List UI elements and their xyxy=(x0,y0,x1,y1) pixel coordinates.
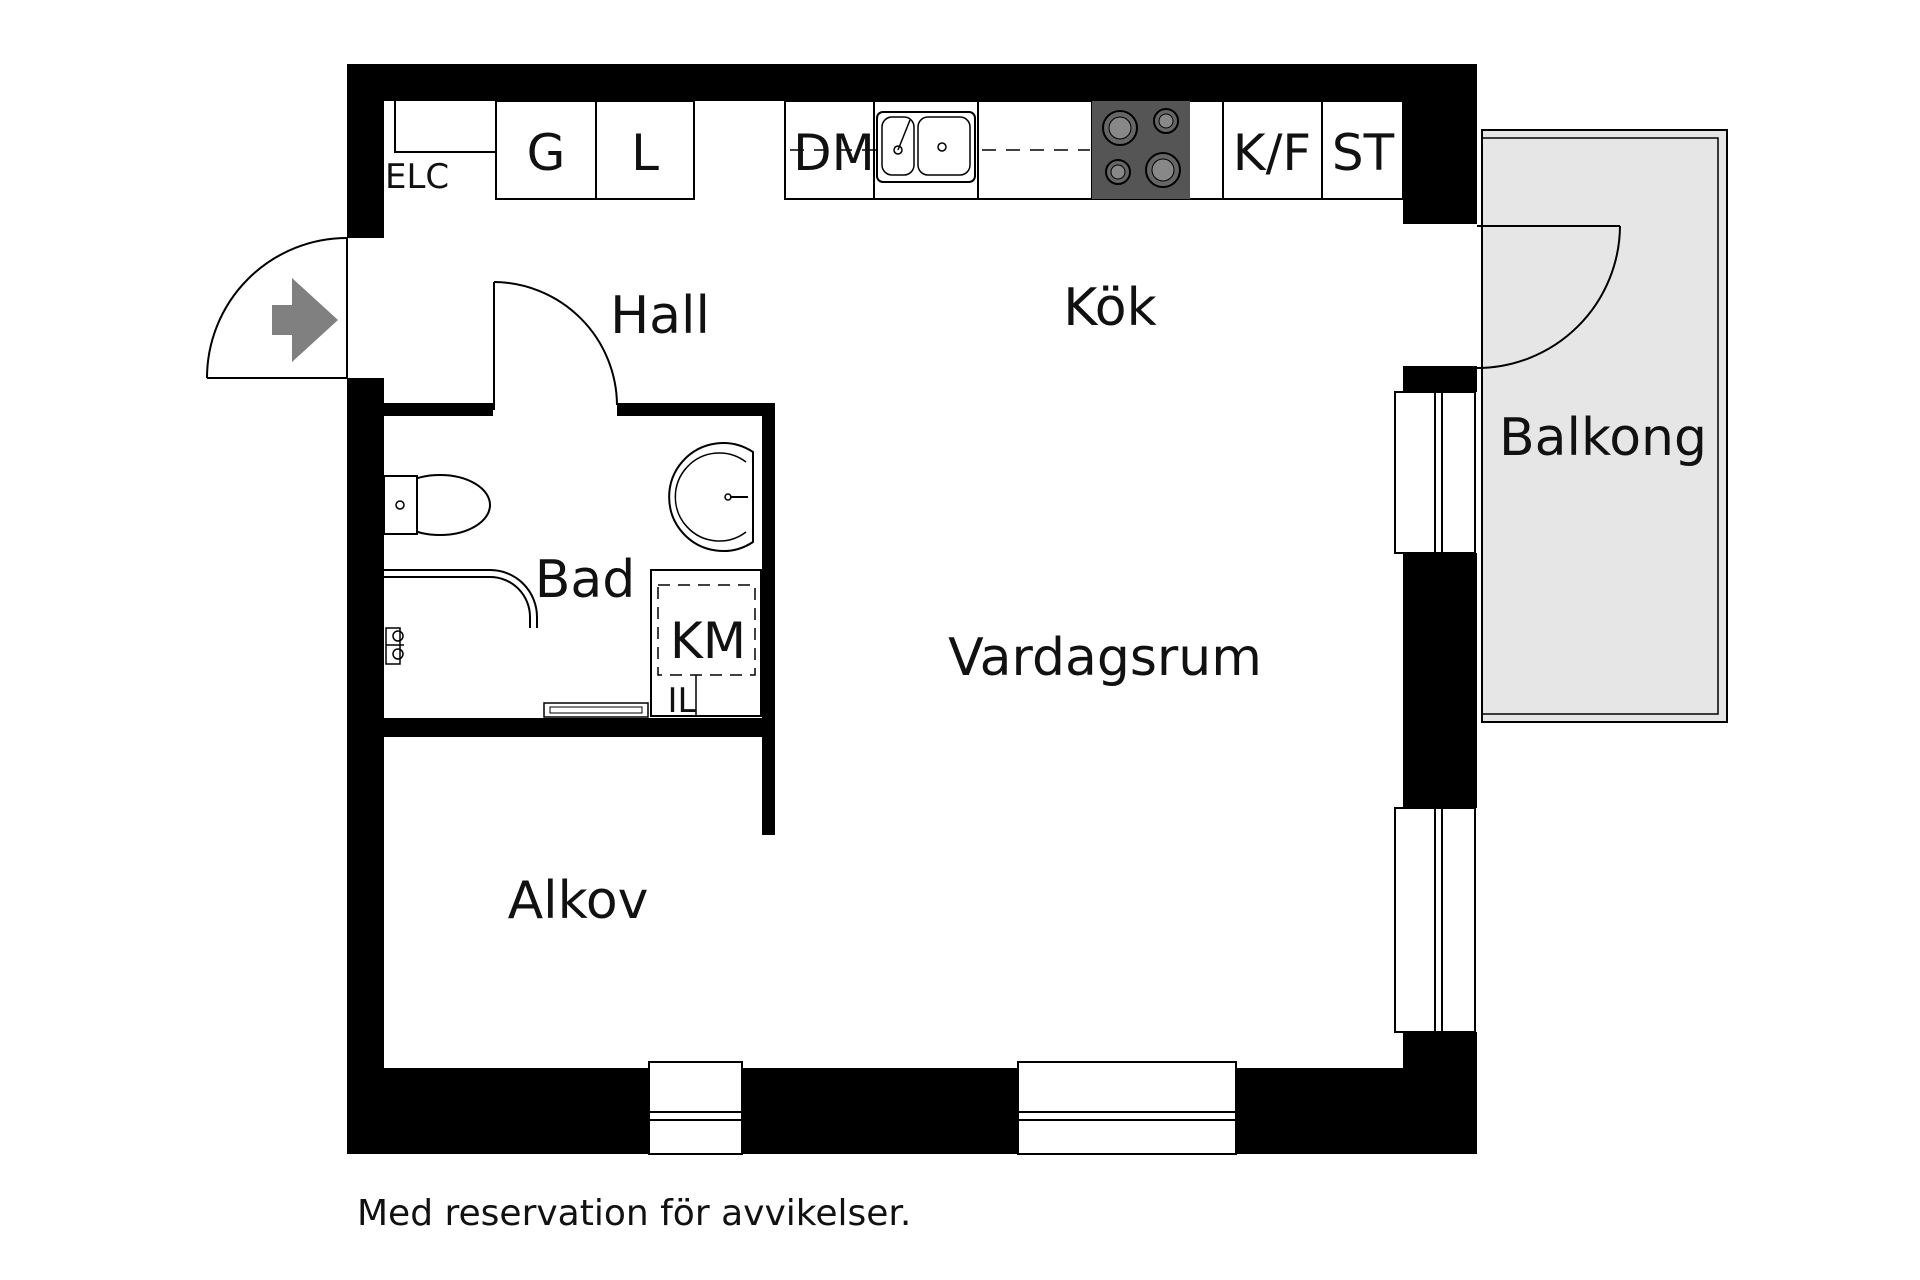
sink-icon xyxy=(876,111,976,183)
room-label-balkong: Balkong xyxy=(1499,408,1707,468)
stove-icon xyxy=(1092,101,1190,199)
entrance-arrow-icon xyxy=(272,278,338,362)
fixture-label-dm: DM xyxy=(793,124,875,182)
room-label-bad: Bad xyxy=(535,550,636,610)
disclaimer-text: Med reservation för avvikelser. xyxy=(357,1193,911,1234)
fixture-label-st: ST xyxy=(1332,124,1395,182)
balcony xyxy=(1481,129,1728,723)
washing-machine-area xyxy=(650,569,762,717)
room-label-alkov: Alkov xyxy=(508,871,649,931)
fixture-label-g: G xyxy=(527,124,566,182)
entrance-door xyxy=(206,237,348,379)
fixture-label-l: L xyxy=(631,124,659,182)
bathroom-door xyxy=(493,281,618,410)
room-label-kok: Kök xyxy=(1063,278,1156,338)
fixture-label-elc: ELC xyxy=(385,157,449,197)
shower-icon xyxy=(384,569,538,665)
fixture-label-il: IL xyxy=(668,681,697,721)
toilet-icon xyxy=(383,474,491,536)
floor-drain-strip xyxy=(543,702,649,718)
washbasin-icon xyxy=(668,442,754,552)
room-label-vardagsrum: Vardagsrum xyxy=(948,628,1262,688)
fixture-label-km: KM xyxy=(670,612,746,670)
fixture-label-kf: K/F xyxy=(1233,124,1311,182)
room-label-hall: Hall xyxy=(610,286,710,346)
balcony-door xyxy=(1476,225,1621,369)
outer-walls xyxy=(347,64,1477,1154)
windows xyxy=(648,391,1476,1155)
bathroom-walls xyxy=(384,403,775,835)
